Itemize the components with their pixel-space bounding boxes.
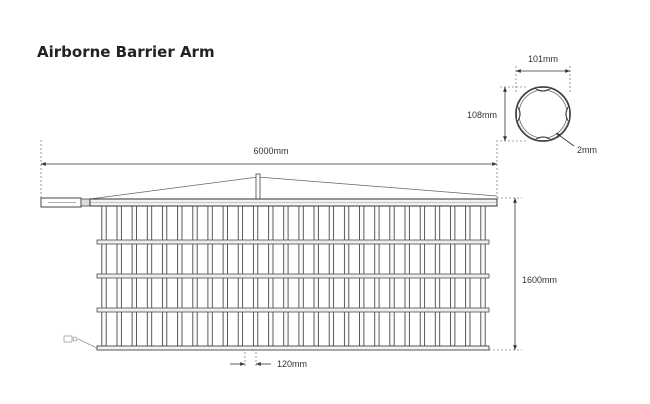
bottom-end-fitting (63, 335, 98, 349)
profile-width-label: 101mm (528, 54, 558, 64)
profile-slot-top (534, 87, 552, 92)
horizontal-rails (96, 239, 490, 313)
mounting-clamp (80, 198, 91, 207)
profile-outer-circle (515, 86, 571, 142)
profile-wall-leader (555, 132, 575, 147)
horizontal-rail (96, 273, 490, 279)
diagram-title: Airborne Barrier Arm (37, 43, 215, 61)
bottom-fitting-label-box (63, 335, 73, 343)
tension-cable-right (257, 176, 498, 197)
tension-cable-left (89, 176, 259, 200)
bottom-fitting-leader (77, 338, 98, 349)
spacing-dimension: 120mm (230, 352, 307, 369)
profile-inner-circle (518, 89, 568, 139)
profile-slot-left (516, 105, 521, 123)
cable-center-post (255, 173, 261, 201)
bottom-frame (96, 345, 490, 351)
spacing-label: 120mm (277, 359, 307, 369)
profile-wall-label: 2mm (577, 145, 597, 155)
profile-height-label: 108mm (467, 110, 497, 120)
profile-cross-section: 101mm 108mm 2mm (467, 54, 597, 155)
height-label: 1600mm (522, 275, 557, 285)
length-label: 6000mm (253, 146, 288, 156)
height-dimension: 1600mm (489, 197, 557, 351)
length-dimension: 6000mm (40, 140, 498, 200)
profile-slot-bottom (534, 136, 552, 141)
horizontal-rail (96, 239, 490, 245)
bottom-fitting-marker (72, 336, 78, 342)
horizontal-rail (96, 307, 490, 313)
barrier-arm (40, 173, 498, 351)
profile-slot-right (565, 105, 570, 123)
